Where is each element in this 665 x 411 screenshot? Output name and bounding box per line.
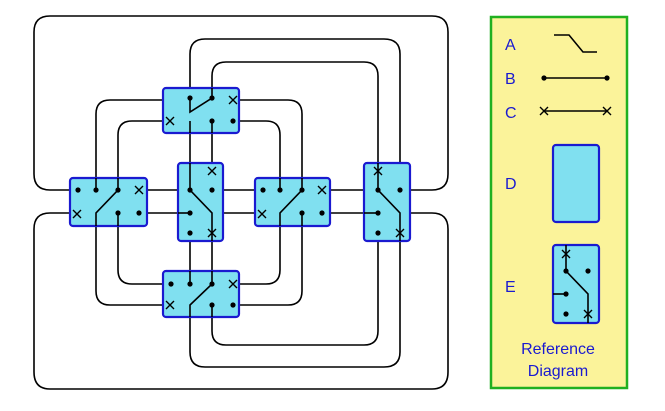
wire-top-loop-inner — [211, 61, 379, 163]
switch-box-top — [161, 86, 241, 135]
legend-symbol-d-box-icon — [551, 143, 601, 224]
wire-outer-bottom — [33, 212, 449, 390]
wire-bottom-to-right-inner — [239, 226, 281, 285]
wire-top-loop-outer — [189, 38, 401, 163]
legend-symbol-b-closed-link-icon — [541, 75, 610, 81]
legend-symbol-e-switch-box-icon — [551, 243, 601, 325]
legend-letter-b: B — [505, 71, 516, 88]
legend-title-line-1: Reference — [521, 341, 595, 358]
switch-box-far-right — [362, 161, 412, 243]
wire-bottom-to-left-inner — [117, 226, 163, 285]
legend-letter-e: E — [505, 279, 516, 296]
wire-top-to-right-outer — [239, 99, 303, 178]
switch-box-center — [176, 161, 225, 243]
wire-top-to-left-outer — [95, 99, 163, 178]
wire-outer-top — [33, 15, 449, 191]
wire-top-to-left-inner — [117, 120, 163, 178]
wires — [33, 15, 449, 390]
wire-top-to-right-inner — [239, 120, 281, 178]
wire-bottom-to-left-outer — [95, 226, 163, 306]
wire-bottom-loop-inner — [211, 241, 379, 346]
reference-legend: A B C D E Reference Diagra — [489, 15, 629, 390]
legend-symbol-c-open-link-icon — [539, 106, 612, 116]
wire-bottom-loop-outer — [189, 241, 401, 368]
wire-bottom-to-right-outer — [239, 226, 303, 306]
switch-box-left — [68, 176, 149, 228]
switch-box-bottom — [161, 269, 241, 319]
switch-box-right — [253, 176, 332, 228]
legend-letter-a: A — [505, 37, 516, 54]
legend-symbol-a-switch-icon — [554, 34, 597, 53]
legend-title-line-2: Diagram — [528, 363, 588, 380]
legend-letter-d: D — [505, 176, 517, 193]
legend-letter-c: C — [505, 105, 517, 122]
